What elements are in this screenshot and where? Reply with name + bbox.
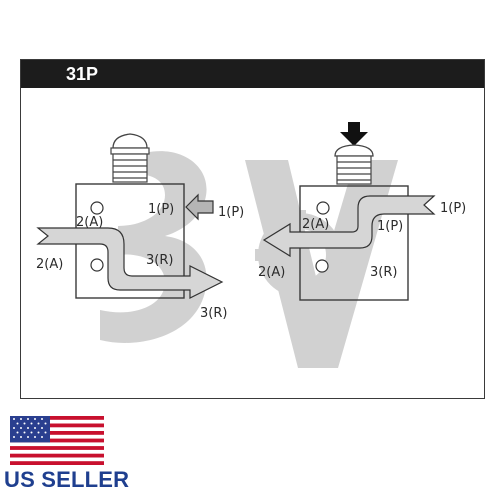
right-label-1p-inner: 1(P) (377, 219, 403, 234)
right-valve (262, 122, 436, 301)
left-label-3r-inner: 3(R) (146, 253, 173, 268)
us-seller-label: US SELLER (4, 467, 130, 492)
left-label-1p-outer: 1(P) (218, 205, 244, 220)
right-label-3r-inner: 3(R) (370, 265, 397, 280)
left-label-1p-inner: 1(P) (148, 202, 174, 217)
left-valve (36, 133, 224, 299)
us-flag-icon (10, 416, 104, 465)
left-label-3r-outer: 3(R) (200, 306, 227, 321)
header-bar: 31P (21, 60, 484, 88)
left-label-2a-inner: 2(A) (76, 215, 103, 230)
left-label-2a-outer: 2(A) (36, 257, 63, 272)
right-label-2a-inner: 2(A) (302, 217, 329, 232)
right-label-1p-outer: 1(P) (440, 201, 466, 216)
header-title: 31P (66, 64, 99, 84)
right-label-2a-outer: 2(A) (258, 265, 285, 280)
